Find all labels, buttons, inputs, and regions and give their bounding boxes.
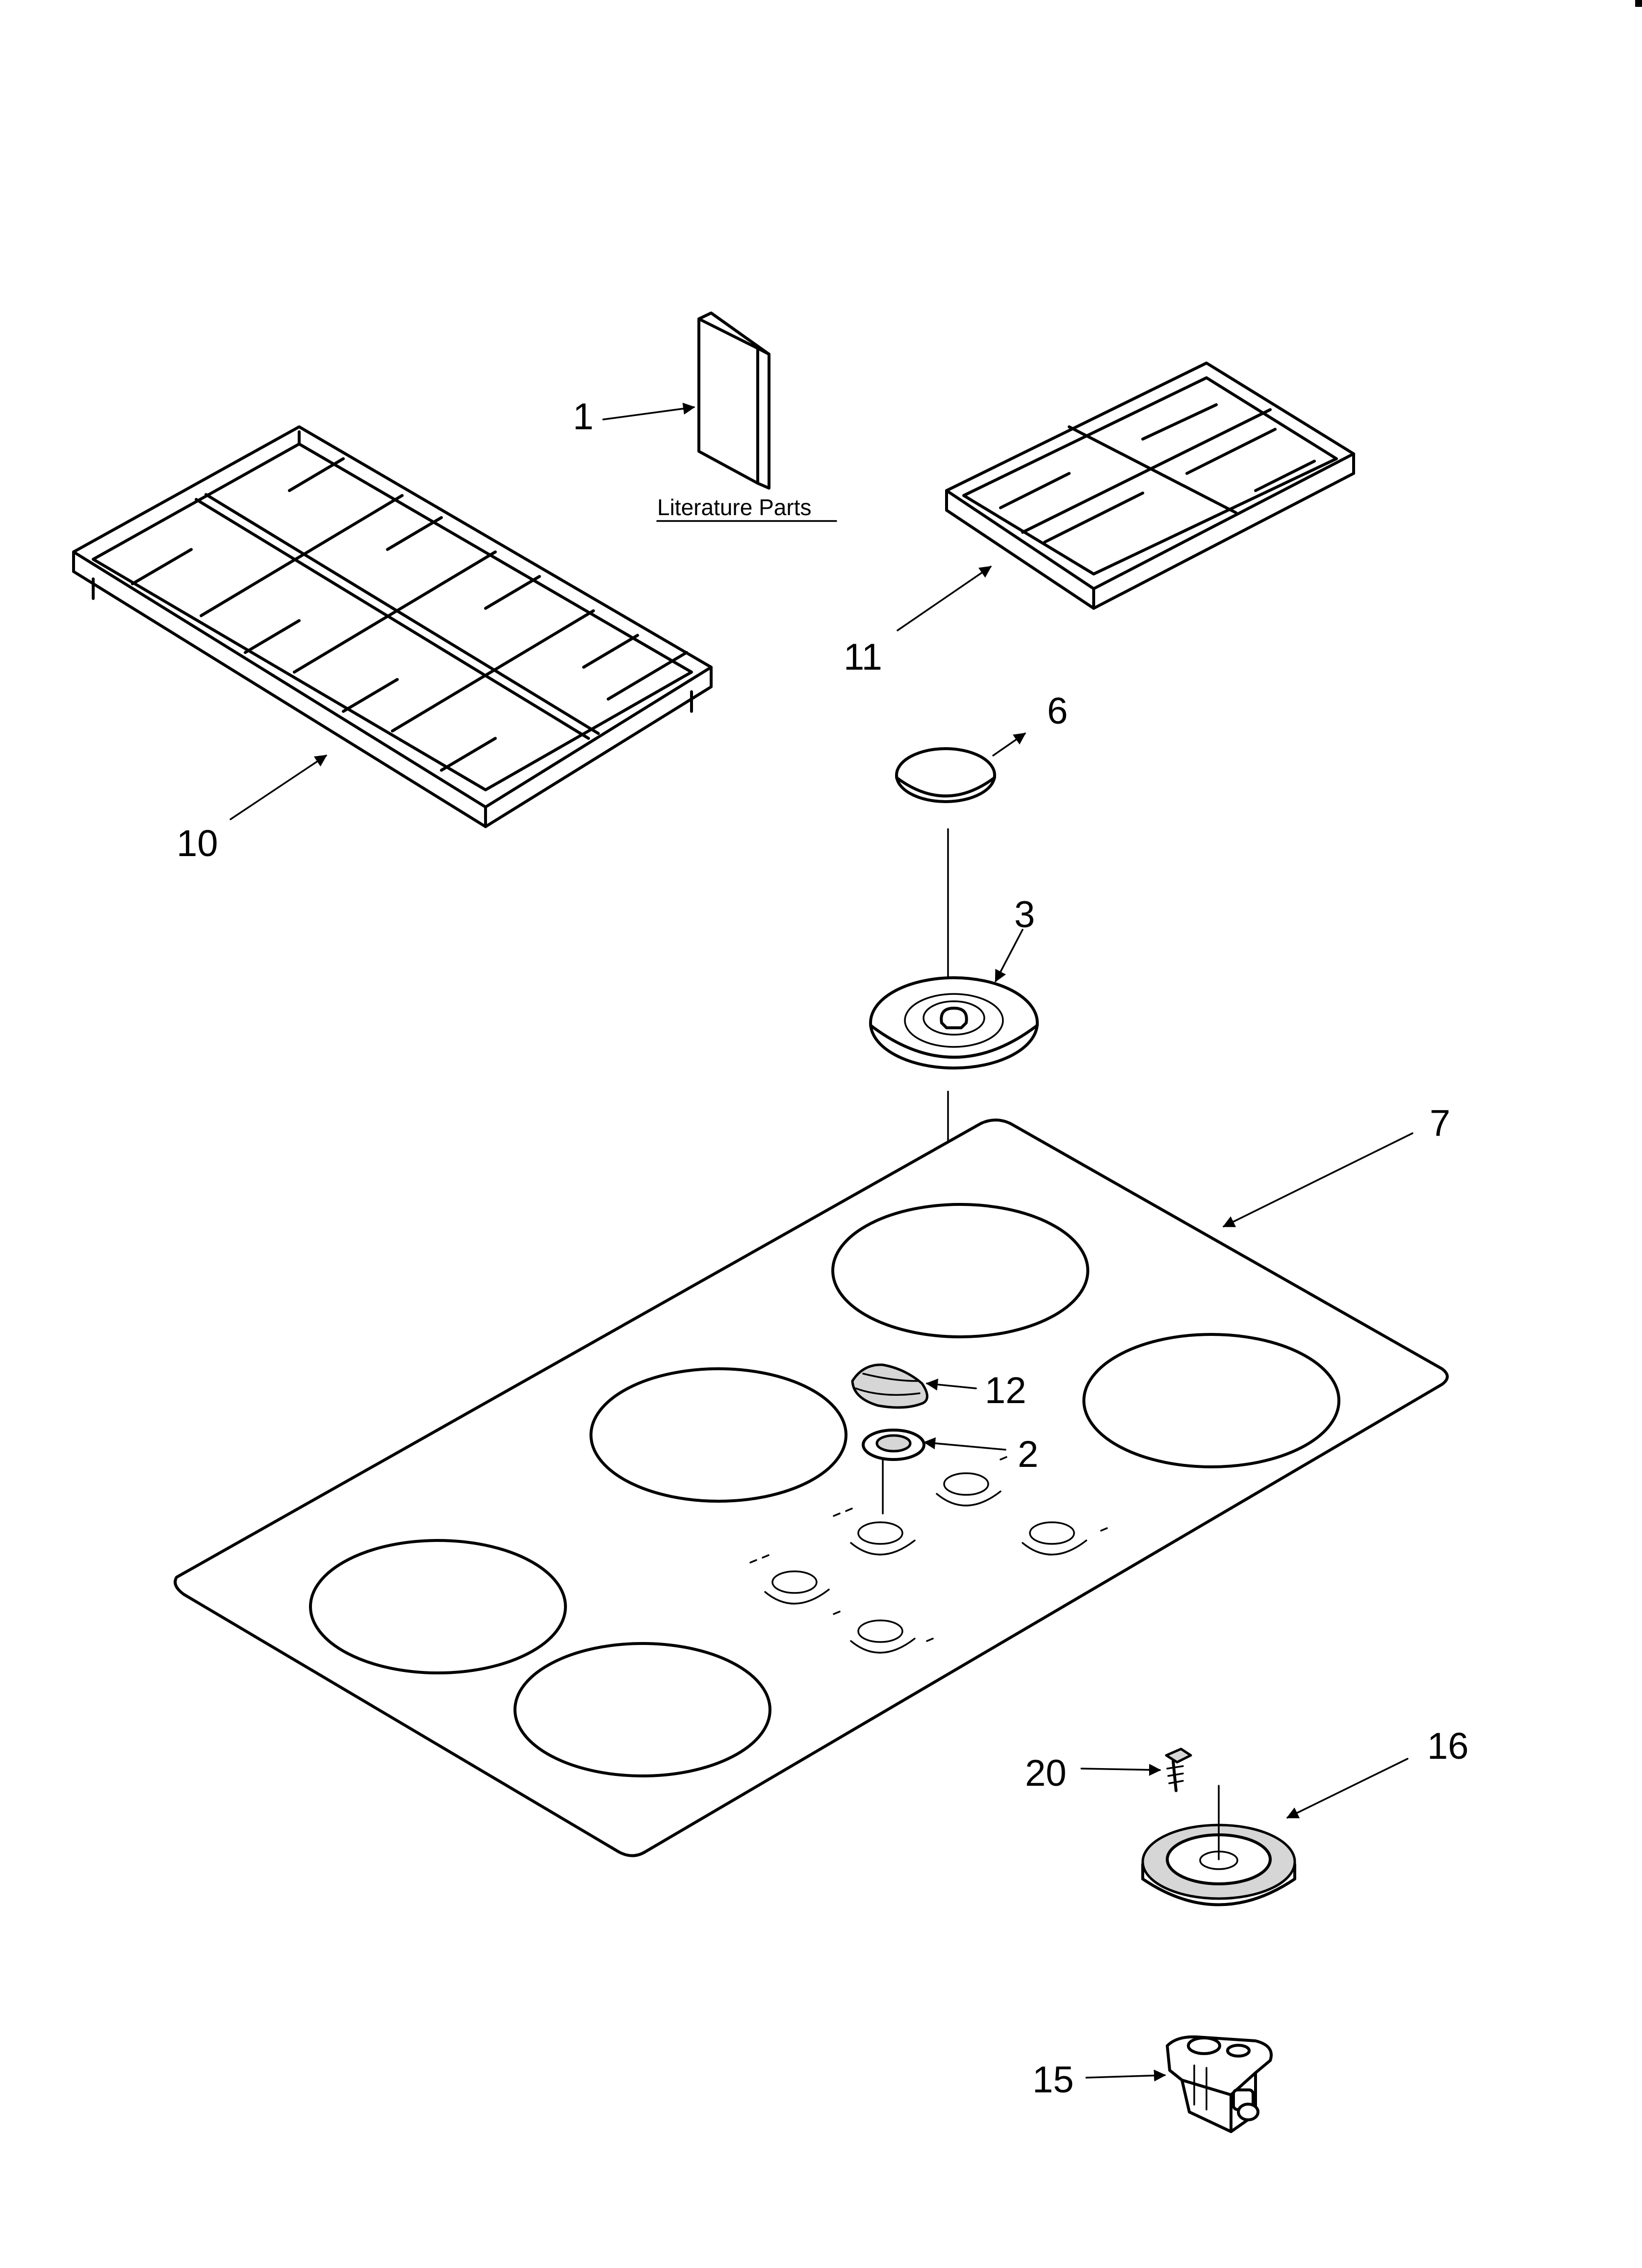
- control-knob-markings: [749, 1456, 1108, 1654]
- callout-10: 10: [177, 823, 218, 864]
- callout-2: 2: [1018, 1434, 1038, 1475]
- part-3-burner-base: [869, 976, 1039, 1069]
- part-15-burner-valve: [1166, 2035, 1273, 2133]
- part-1-literature-booklet: [697, 312, 770, 490]
- part-7-cooktop-panel: [174, 1119, 1449, 1857]
- callout-6: 6: [1047, 690, 1068, 732]
- leader-15: [1085, 2069, 1166, 2082]
- part-20-screw: [1165, 1747, 1192, 1792]
- leader-11: [897, 566, 992, 631]
- leader-3: [995, 929, 1024, 983]
- corner-mark: [1635, 0, 1642, 7]
- leader-6: [992, 732, 1026, 756]
- callout-1: 1: [573, 396, 593, 438]
- literature-parts-label: Literature Parts: [657, 495, 811, 520]
- part-12-knob: [851, 1363, 928, 1409]
- part-11-small-grate: [945, 362, 1355, 610]
- callout-labels: 1 11 6 3 7 10 12 2 20 16 15: [177, 396, 1469, 2101]
- callout-7: 7: [1430, 1102, 1450, 1144]
- leader-2: [923, 1437, 1006, 1451]
- leader-12: [925, 1379, 977, 1391]
- leader-20: [1080, 1764, 1161, 1776]
- leader-1: [602, 402, 695, 420]
- callout-20: 20: [1025, 1752, 1067, 1794]
- leader-arrows: [230, 402, 1413, 2082]
- callout-12: 12: [985, 1370, 1026, 1411]
- callout-11: 11: [844, 636, 882, 678]
- leader-16: [1286, 1758, 1409, 1819]
- leader-7: [1222, 1132, 1413, 1227]
- part-10-large-grate: [72, 425, 713, 828]
- callout-16: 16: [1427, 1725, 1469, 1767]
- callout-15: 15: [1032, 2059, 1074, 2101]
- callout-3: 3: [1014, 894, 1035, 936]
- part-16-burner-head: [1141, 1785, 1296, 1906]
- part-6-burner-cap: [895, 747, 996, 803]
- leader-10: [230, 755, 328, 820]
- part-2-bezel: [862, 1429, 925, 1461]
